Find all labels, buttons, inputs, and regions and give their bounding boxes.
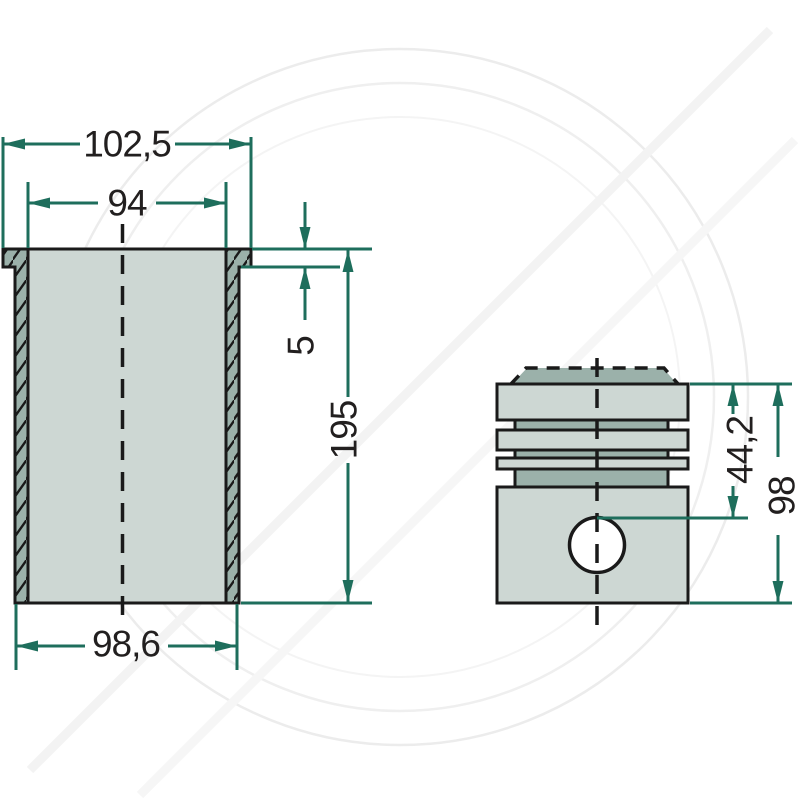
liner-left-wall-section — [1, 247, 30, 605]
arrowhead-up — [299, 267, 311, 289]
dimension-bottom-outer-diameter: 98,6 — [14, 604, 239, 670]
piston-ring-groove-3 — [513, 467, 670, 489]
dimension-flange-diameter: 102,5 — [1, 124, 253, 248]
dimension-piston-height: 98 — [762, 384, 800, 603]
arrowhead-right — [215, 640, 237, 652]
piston-dimensions: 44,2 98 — [597, 382, 800, 605]
piston-compression-height-label: 44,2 — [720, 416, 761, 484]
liner-bottom-outer-diameter-label: 98,6 — [92, 624, 160, 665]
liner-bore — [26, 247, 228, 605]
arrowhead-down — [342, 580, 354, 602]
arrowhead-up — [772, 384, 784, 406]
piston-height-label: 98 — [762, 476, 800, 515]
piston-ring-land-2 — [495, 456, 690, 471]
watermark — [26, 26, 799, 799]
arrowhead-left — [3, 138, 25, 150]
piston-crown-dashed-outline — [508, 366, 681, 387]
liner-flange-diameter-label: 102,5 — [83, 124, 171, 165]
arrowhead-down — [727, 496, 739, 518]
arrowhead-left — [28, 197, 50, 209]
arrowhead-left — [16, 640, 38, 652]
piston-crown — [512, 368, 677, 384]
piston — [495, 358, 690, 634]
arrowhead-up — [342, 250, 354, 272]
dimension-compression-height: 44,2 — [720, 384, 761, 518]
liner-bore-diameter-label: 94 — [107, 183, 147, 224]
arrowhead-down — [299, 227, 311, 249]
dimension-liner-length: 195 — [324, 250, 365, 602]
arrowhead-down — [772, 581, 784, 603]
arrowhead-up — [727, 384, 739, 406]
arrowhead-right — [229, 138, 251, 150]
liner-length-label: 195 — [324, 400, 365, 459]
dimension-collar-height: 5 — [281, 202, 322, 356]
arrowhead-right — [204, 197, 226, 209]
piston-ring-land-1 — [495, 428, 690, 452]
cylinder-liner — [1, 224, 253, 621]
liner-collar-height-label: 5 — [281, 336, 322, 356]
dimension-bore-diameter: 94 — [26, 182, 228, 248]
piston-top-land — [495, 382, 690, 422]
liner-dimensions: 102,5 94 98,6 — [1, 124, 372, 670]
